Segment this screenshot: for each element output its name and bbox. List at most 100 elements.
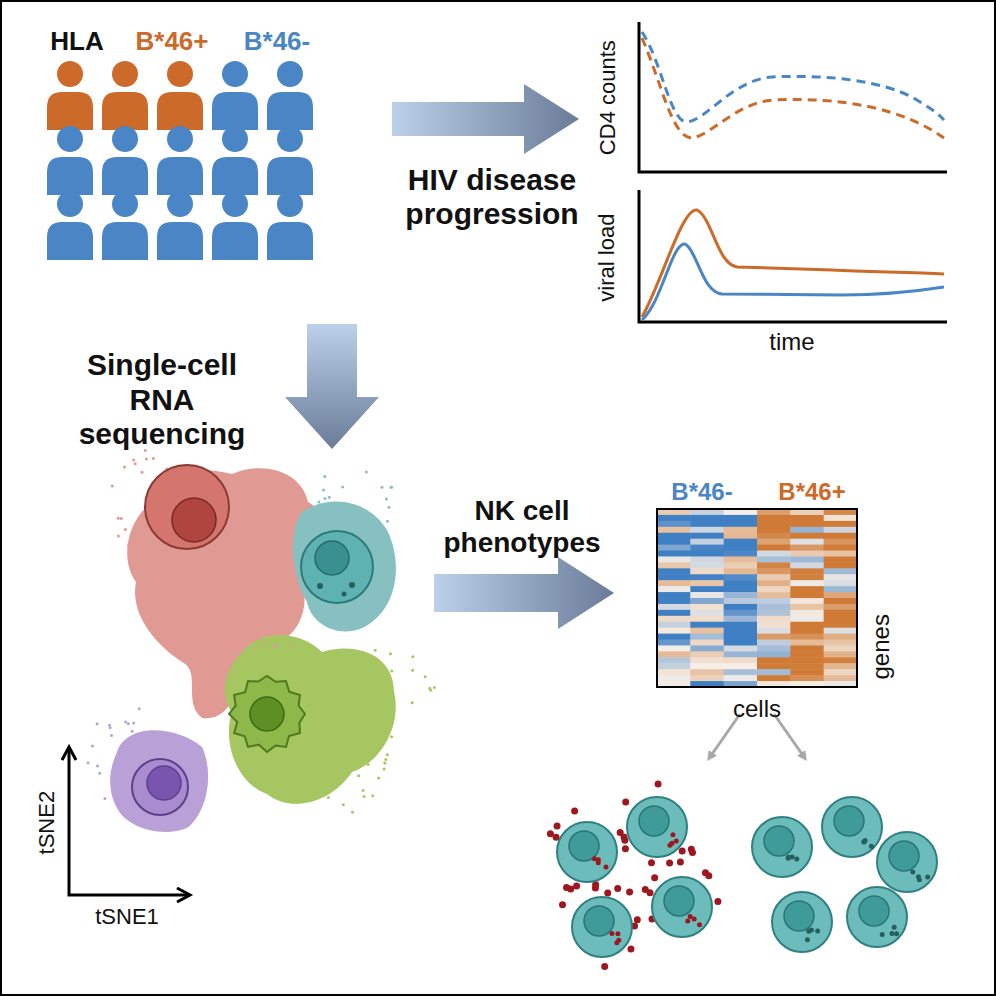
heatmap-cell: [790, 669, 824, 675]
heatmap-cell: [724, 568, 758, 574]
nk-nucleus: [859, 896, 889, 926]
cluster-speck: [272, 632, 275, 635]
heatmap-cell: [690, 645, 724, 651]
cluster-speck: [317, 500, 320, 503]
heatmap-cell: [657, 663, 691, 669]
heatmap-cell: [724, 598, 758, 604]
person-head: [112, 126, 138, 152]
caption-label: HIV disease progression: [400, 163, 585, 232]
heatmap-cell: [824, 574, 858, 580]
heatmap-cell: [790, 580, 824, 586]
heatmap-cell: [657, 651, 691, 657]
nk-cell: [652, 877, 712, 937]
caption-label: B*46+: [117, 27, 227, 57]
cluster-speck: [377, 776, 380, 779]
heatmap-cell: [757, 675, 791, 681]
granule: [861, 839, 866, 844]
heatmap-cell: [724, 634, 758, 640]
heatmap-cell: [757, 640, 791, 646]
granule: [925, 875, 930, 880]
person-head: [112, 191, 138, 217]
heatmap-cell: [824, 657, 858, 663]
heatmap-cell: [757, 610, 791, 616]
heatmap-cell: [824, 616, 858, 622]
heatmap-cell: [790, 527, 824, 533]
heatmap-cell: [757, 663, 791, 669]
granule: [805, 937, 810, 942]
person-body: [212, 157, 258, 195]
heatmap-cell: [724, 539, 758, 545]
heatmap-cell: [724, 610, 758, 616]
cluster-speck: [117, 802, 120, 805]
granule: [705, 872, 712, 879]
person-head: [57, 191, 83, 217]
cluster-cell-icons-part: [147, 766, 181, 800]
heatmap-cell: [690, 669, 724, 675]
heatmap-cell: [690, 586, 724, 592]
cluster-speck: [307, 532, 310, 535]
cluster-speck: [342, 803, 345, 806]
cluster-speck: [132, 458, 135, 461]
heatmap-cell: [657, 675, 691, 681]
cluster-speck: [218, 568, 221, 571]
heatmap-frame: [657, 509, 857, 687]
granule: [592, 856, 597, 861]
granule: [674, 839, 679, 844]
cluster-speck: [121, 795, 124, 798]
cluster-speck: [390, 486, 393, 489]
heatmap-cell: [724, 657, 758, 663]
heatmap-cell: [657, 622, 691, 628]
sequencing-arrow: [285, 324, 379, 449]
granule: [889, 931, 894, 936]
cluster-speck: [109, 726, 112, 729]
axis-label: tSNE2: [34, 790, 59, 854]
granule: [666, 859, 673, 866]
phenotype-arrow: [434, 557, 614, 629]
nk-cell: [557, 822, 617, 882]
cluster-speck: [317, 517, 320, 520]
cluster-speck: [132, 721, 135, 724]
cluster-speck: [284, 553, 287, 556]
person-head: [167, 126, 193, 152]
cluster-cell-icons-part: [229, 676, 305, 752]
heatmap-cell: [757, 545, 791, 551]
granule: [697, 922, 702, 927]
axis-label: CD4 counts: [594, 40, 619, 155]
heatmap-cell: [657, 568, 691, 574]
cluster-cell-icons-part: [172, 498, 216, 542]
heatmap-cell: [657, 545, 691, 551]
cluster-speck: [365, 471, 368, 474]
cluster-speck: [357, 661, 360, 664]
cluster-speck: [276, 629, 279, 632]
cluster-speck: [360, 725, 363, 728]
nk-cell: [627, 797, 687, 857]
heatmap-cell: [690, 657, 724, 663]
heatmap-cell: [790, 645, 824, 651]
granule: [910, 870, 915, 875]
cluster-speck: [433, 686, 436, 689]
heatmap-cell: [790, 586, 824, 592]
heatmap-cell: [690, 616, 724, 622]
cluster-speck: [140, 471, 143, 474]
cluster-speck: [161, 743, 164, 746]
tsne-axes: [62, 747, 190, 902]
phenotype-arrow-part: [434, 557, 614, 629]
heatmap-cell: [757, 592, 791, 598]
cluster-speck: [386, 520, 389, 523]
cluster-speck: [294, 614, 297, 617]
person-body: [157, 222, 203, 260]
heatmap-cell: [657, 521, 691, 527]
heatmap-cell: [824, 527, 858, 533]
heatmap-cell: [724, 515, 758, 521]
cluster-speck: [221, 586, 224, 589]
heatmap-cell: [657, 562, 691, 568]
cluster-speck: [280, 550, 283, 553]
granule: [815, 929, 820, 934]
heatmap-cell: [757, 521, 791, 527]
heatmap-cell: [790, 604, 824, 610]
cluster-speck: [340, 691, 343, 694]
heatmap-cell: [790, 556, 824, 562]
nk-nucleus: [764, 826, 794, 856]
heatmap-cell: [824, 645, 858, 651]
heatmap-cell: [724, 574, 758, 580]
